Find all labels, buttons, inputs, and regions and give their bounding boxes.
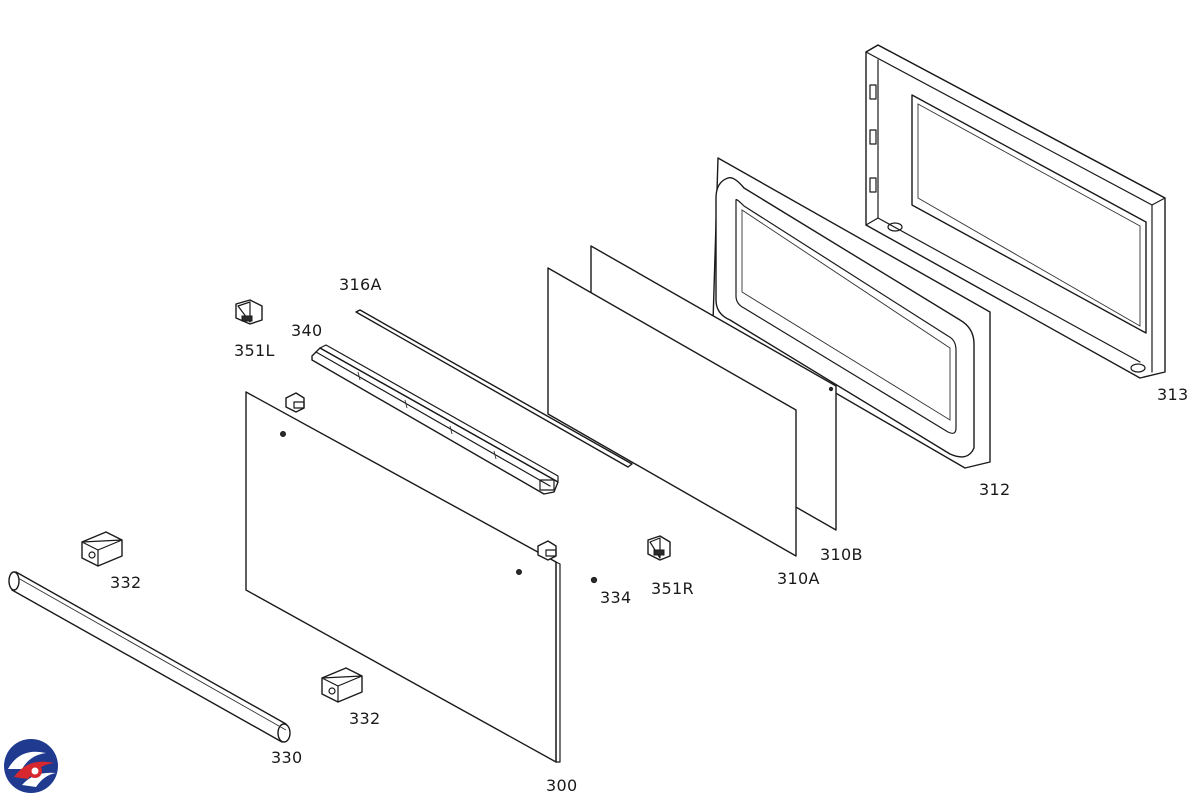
label-316a: 316A — [339, 275, 382, 294]
part-332-end-cap-top — [81, 531, 123, 567]
part-300-front-glass — [245, 391, 561, 763]
label-310a: 310A — [777, 569, 820, 588]
label-332-top: 332 — [110, 573, 142, 592]
label-310b: 310B — [820, 545, 863, 564]
part-340-top-profile — [311, 344, 559, 495]
label-300: 300 — [546, 776, 578, 795]
label-334: 334 — [600, 588, 632, 607]
part-310a-middle-glass — [547, 267, 797, 557]
part-316a-strip — [355, 309, 633, 468]
part-351r-bracket — [647, 535, 671, 561]
label-312: 312 — [979, 480, 1011, 499]
label-332-bottom: 332 — [349, 709, 381, 728]
part-312-gasket-frame — [712, 157, 991, 469]
part-332-end-cap-bottom — [321, 667, 363, 703]
part-334-screw — [590, 576, 598, 584]
brand-swirl-logo-icon — [4, 739, 58, 793]
label-330: 330 — [271, 748, 303, 767]
label-351l: 351L — [234, 341, 275, 360]
label-313: 313 — [1157, 385, 1189, 404]
part-313-inner-frame — [865, 44, 1166, 379]
label-340: 340 — [291, 321, 323, 340]
part-330-handle-bar — [8, 571, 291, 743]
label-351r: 351R — [651, 579, 694, 598]
part-351l-bracket — [235, 299, 263, 325]
